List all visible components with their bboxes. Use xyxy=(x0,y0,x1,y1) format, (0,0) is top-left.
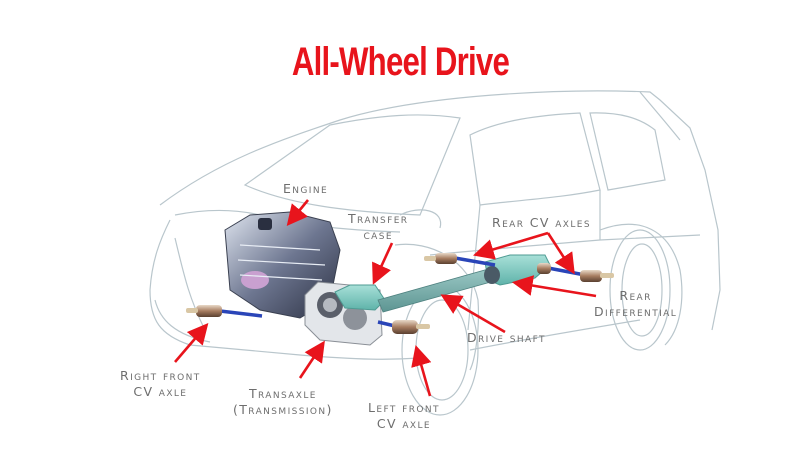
arrow-drive-shaft xyxy=(440,294,506,334)
rear-right-cv-axle xyxy=(537,263,614,282)
label-transaxle: Transaxle (Transmission) xyxy=(233,386,333,418)
label-transfer-case: Transfer case xyxy=(348,211,408,243)
label-right-front-cv-axle: Right front CV axle xyxy=(120,368,201,400)
page-title: All-Wheel Drive xyxy=(291,40,510,84)
label-transaxle-line2: (Transmission) xyxy=(233,402,333,417)
label-drive-shaft-text: Drive shaft xyxy=(467,330,546,345)
left-front-cv-axle xyxy=(377,320,430,334)
arrow-transaxle xyxy=(298,340,325,379)
arrow-transfer-case xyxy=(372,242,394,285)
label-transaxle-line1: Transaxle xyxy=(248,386,317,401)
right-front-cv-axle xyxy=(186,305,263,318)
label-transfer-case-line2: case xyxy=(363,227,393,242)
label-right-front-line1: Right front xyxy=(120,368,201,383)
label-left-front-line2: CV axle xyxy=(376,416,431,431)
arrow-rear-cv-right xyxy=(546,232,575,275)
label-left-front-cv-axle: Left front CV axle xyxy=(368,400,440,432)
label-right-front-line2: CV axle xyxy=(133,384,188,399)
arrow-engine xyxy=(286,199,310,227)
rear-left-cv-axle xyxy=(424,253,496,267)
label-rear-differential: Rear Differential xyxy=(594,288,677,320)
label-rear-cv-axles: Rear CV axles xyxy=(492,215,591,231)
label-rear-differential-line2: Differential xyxy=(594,304,678,319)
label-engine: Engine xyxy=(283,181,328,197)
arrow-left-front xyxy=(411,344,432,397)
arrow-rear-differential xyxy=(511,275,597,298)
arrow-right-front xyxy=(174,323,209,363)
drive-shaft-graphic xyxy=(377,267,499,313)
label-transfer-case-line1: Transfer xyxy=(348,211,409,226)
arrow-rear-cv-left xyxy=(473,231,549,260)
label-rear-cv-axles-text: Rear CV axles xyxy=(492,215,591,230)
label-rear-differential-line1: Rear xyxy=(619,288,652,303)
label-drive-shaft: Drive shaft xyxy=(467,330,546,346)
label-left-front-line1: Left front xyxy=(368,400,440,415)
callout-arrows xyxy=(174,199,597,397)
label-engine-text: Engine xyxy=(283,181,329,196)
